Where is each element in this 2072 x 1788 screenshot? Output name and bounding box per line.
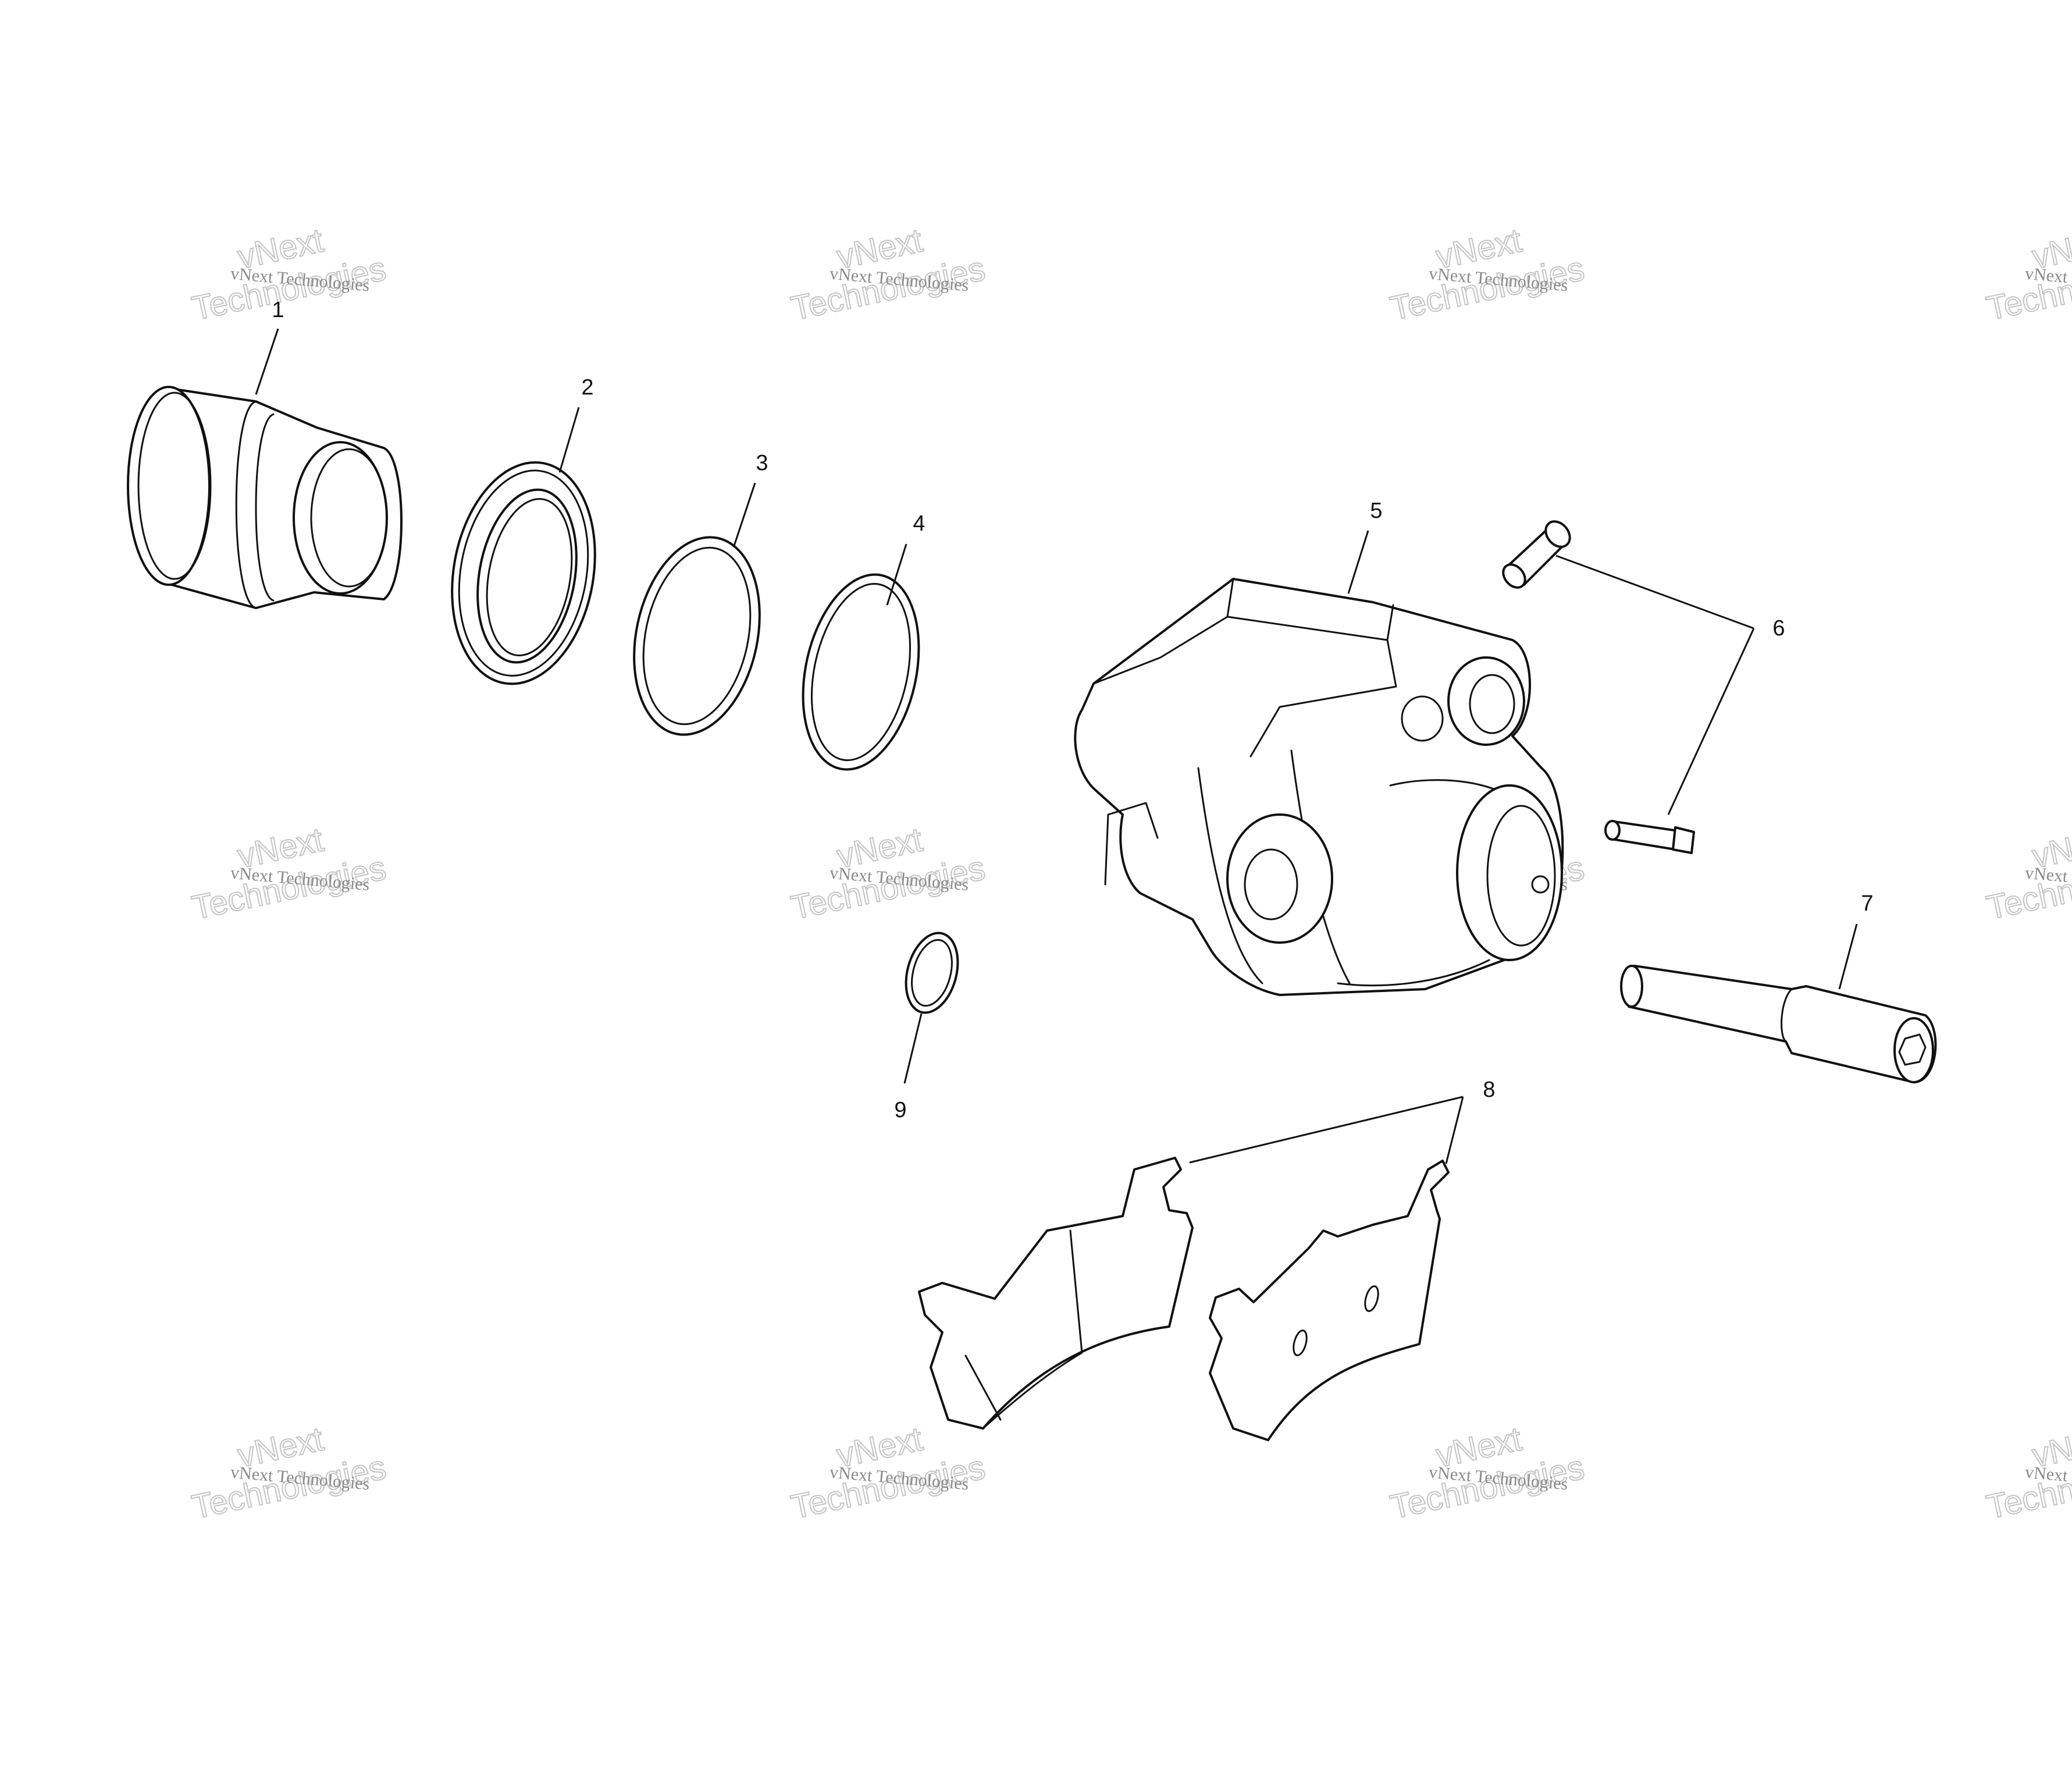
leader-4 [886, 543, 907, 606]
callout-labels: 1 2 3 4 5 6 7 8 9 [272, 298, 1873, 1122]
leader-3 [733, 482, 756, 546]
part-6-bleeder-lower [1604, 820, 1695, 854]
part-9-o-ring [905, 932, 959, 1014]
part-8-brake-pad-left [918, 1157, 1194, 1430]
leader-1 [255, 328, 279, 395]
callout-8: 8 [1483, 1078, 1495, 1102]
leader-9 [903, 1013, 923, 1084]
part-1-piston [127, 386, 403, 609]
leader-8b [1445, 1096, 1464, 1164]
part-3-ring [633, 536, 761, 736]
callout-9: 9 [894, 1098, 906, 1122]
callout-2: 2 [581, 375, 593, 400]
part-4-ring [802, 573, 920, 771]
part-8-brake-pad-right [1209, 1160, 1450, 1441]
part-7-guide-pin [1620, 965, 1937, 1083]
leader-6a [1555, 554, 1754, 630]
callout-3: 3 [756, 451, 768, 475]
leader-2 [558, 407, 580, 473]
part-2-seal [451, 461, 596, 685]
leader-8a [1189, 1096, 1464, 1164]
leader-lines [255, 328, 1858, 1164]
callout-6: 6 [1772, 616, 1785, 641]
leader-5 [1347, 530, 1369, 594]
leader-7 [1838, 923, 1858, 990]
callout-7: 7 [1861, 891, 1873, 916]
part-5-caliper-body [1074, 578, 1564, 996]
leader-6b [1667, 628, 1755, 815]
callout-5: 5 [1370, 499, 1382, 523]
part-6-bleeder-upper [1502, 520, 1571, 589]
callout-1: 1 [272, 298, 284, 322]
callout-4: 4 [913, 511, 925, 536]
